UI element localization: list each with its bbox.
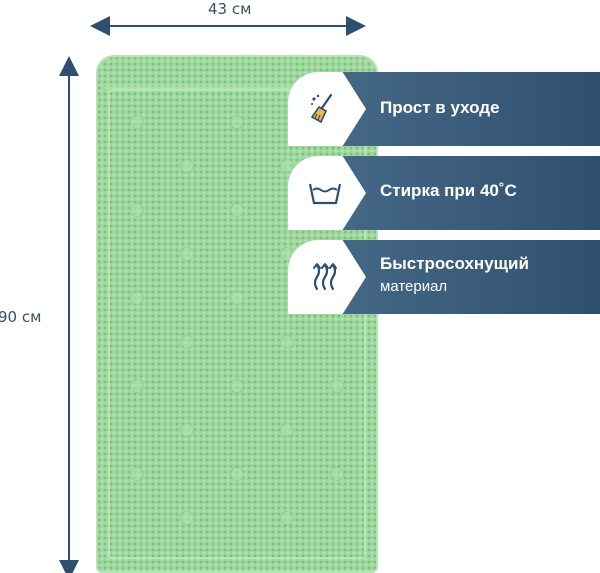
suction-cup <box>130 467 144 481</box>
feature-badge-easy-care: Прост в уходе <box>288 72 600 146</box>
suction-cup <box>230 203 244 217</box>
broom-cleaning-icon <box>310 93 333 124</box>
heat-waves-icon <box>313 263 337 291</box>
suction-cup <box>130 379 144 393</box>
suction-cup <box>130 291 144 305</box>
suction-cup <box>130 203 144 217</box>
suction-cup <box>230 467 244 481</box>
suction-cup <box>330 467 344 481</box>
suction-cup <box>180 159 194 173</box>
feature-badge-wash-40: Стирка при 40˚C <box>288 156 600 230</box>
width-dimension-label: 43 см <box>208 0 252 18</box>
suction-cup <box>180 335 194 349</box>
wash-40-icon <box>308 183 342 205</box>
badge-icon-box <box>288 72 366 146</box>
feature-title: Стирка при 40˚C <box>380 181 517 200</box>
suction-cup <box>280 511 294 525</box>
suction-cup <box>280 159 294 173</box>
suction-cup <box>180 423 194 437</box>
mat-inner-border <box>108 89 366 559</box>
suction-cup <box>280 335 294 349</box>
feature-subtitle: материал <box>380 278 448 295</box>
badge-icon-box <box>288 240 366 314</box>
suction-cup <box>130 115 144 129</box>
feature-title: Быстросохнущий <box>380 254 529 273</box>
suction-cup <box>230 379 244 393</box>
mat-top-band <box>104 63 370 89</box>
height-dimension-label: 90 см <box>0 308 42 326</box>
suction-cup <box>180 247 194 261</box>
suction-cup <box>230 291 244 305</box>
suction-cup <box>230 115 244 129</box>
suction-cup <box>180 511 194 525</box>
suction-cup <box>280 423 294 437</box>
feature-badge-quick-dry: Быстросохнущий материал <box>288 240 600 314</box>
badge-icon-box <box>288 156 366 230</box>
suction-cup <box>330 379 344 393</box>
feature-title: Прост в уходе <box>380 98 500 117</box>
